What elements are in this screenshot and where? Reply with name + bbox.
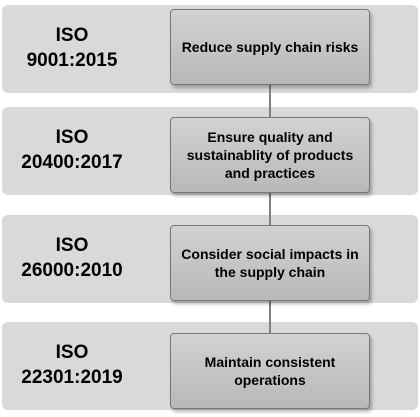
goal-box-1: Reduce supply chain risks bbox=[170, 9, 370, 85]
standard-label-4: ISO 22301:2019 bbox=[21, 342, 123, 388]
connector-1-2 bbox=[269, 84, 271, 118]
connector-2-3 bbox=[269, 192, 271, 227]
standard-label-3: ISO 26000:2010 bbox=[21, 235, 123, 281]
goal-box-2: Ensure quality and sustainablity of prod… bbox=[170, 117, 370, 193]
goal-box-3: Consider social impacts in the supply ch… bbox=[170, 225, 370, 301]
standard-label-1: ISO 9001:2015 bbox=[26, 25, 118, 71]
connector-3-4 bbox=[269, 300, 271, 334]
goal-box-4: Maintain consistent operations bbox=[170, 333, 370, 409]
standard-label-2: ISO 20400:2017 bbox=[21, 127, 123, 173]
